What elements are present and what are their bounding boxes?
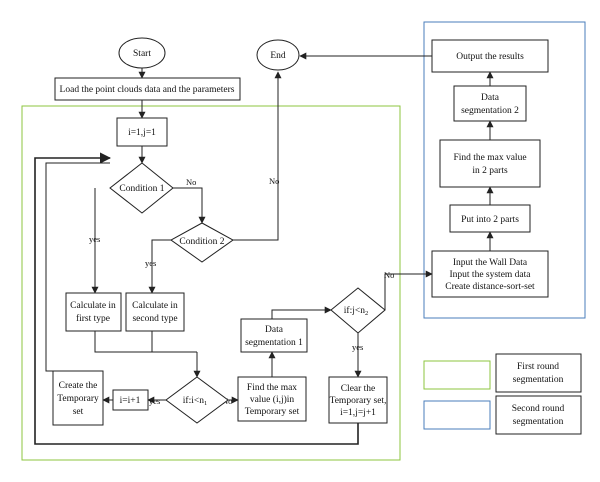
label-dj-yes: yes: [352, 342, 363, 352]
condition1-label: Condition 1: [119, 184, 164, 194]
input-wall-label-1: Input the Wall Data: [453, 258, 528, 268]
first-round-region: [21, 105, 401, 461]
find-max-label-2: value (i,j)in: [250, 394, 295, 405]
load-label: Load the point clouds data and the param…: [60, 85, 235, 95]
edge-c2-end: [233, 71, 282, 241]
edge-loop-outer: [34, 152, 359, 445]
input-wall-label-2: Input the system data: [450, 270, 532, 280]
calc-first-label-1: Calculate in: [70, 301, 116, 311]
find-max-label-3: Temporary set: [245, 407, 300, 417]
legend-first-swatch: [423, 360, 491, 390]
create-temp-label-2: Temporary: [57, 394, 99, 404]
data-seg2-label-1: Data: [481, 93, 500, 103]
edge-dj-input: [384, 270, 433, 310]
label-di-yes: yes: [149, 396, 160, 406]
edge-seg1-dj: [271, 306, 332, 319]
output-box: [431, 39, 549, 73]
legend-first-box: [495, 353, 582, 393]
data-seg1-box: [240, 318, 308, 353]
load-box: [54, 77, 241, 101]
find-max-label-1: Find the max: [247, 383, 297, 393]
edge-c2-calc2: [148, 239, 171, 294]
data-seg1-label-1: Data: [265, 325, 284, 335]
find-max-2-label-2: in 2 parts: [472, 166, 508, 176]
calc-second-label-2: second type: [132, 314, 177, 324]
clear-temp-label-1: Clear the: [341, 384, 376, 394]
decision-i-diamond: [165, 376, 229, 424]
calc-second-box: [125, 292, 185, 332]
label-c2-yes: yes: [145, 258, 156, 268]
create-temp-label-3: set: [73, 407, 84, 417]
label-dj-no: No: [384, 270, 394, 280]
legend-second-swatch: [423, 400, 491, 430]
condition1-diamond: [109, 162, 174, 214]
decision-j-diamond: [330, 287, 386, 334]
input-wall-label-3: Create distance-sort-set: [445, 282, 535, 292]
create-temp-label-1: Create the: [59, 381, 98, 391]
i-inc-box: [112, 389, 149, 411]
edge-calc1-merge: [94, 331, 197, 353]
condition2-label: Condition 2: [179, 237, 224, 247]
clear-temp-label-3: i=1,j=j+1: [340, 408, 376, 418]
create-temp-box: [52, 370, 104, 426]
clear-temp-label-2: Temporary set,: [330, 396, 387, 406]
decision-j-main: if:j<n: [344, 305, 365, 316]
decision-i-sub: 1: [204, 400, 207, 407]
calc-first-label-2: first type: [76, 313, 110, 324]
find-max-box: [237, 376, 307, 422]
decision-j-sub: 2: [365, 310, 368, 317]
legend-first-label-2: segmentation: [513, 375, 564, 385]
legend-second-box: [495, 395, 582, 435]
end-label: End: [270, 51, 286, 61]
data-seg1-label-2: segmentation 1: [245, 338, 303, 348]
start-label: Start: [133, 49, 151, 59]
output-label: Output the results: [456, 52, 524, 62]
start-node: [118, 37, 166, 69]
end-node: [256, 39, 300, 71]
calc-second-label-1: Calculate in: [132, 301, 178, 311]
clear-temp-box: [328, 376, 388, 424]
input-wall-box: [431, 250, 549, 298]
legend-first-label-1: First round: [517, 362, 559, 372]
condition2-diamond: [170, 222, 234, 263]
put-parts-box: [449, 204, 531, 233]
edge-loop-inner: [45, 162, 110, 372]
label-to-end-no: No: [269, 176, 279, 186]
decision-i-main: if:i<n: [183, 395, 204, 406]
decision-j-label: if:j<n2: [344, 305, 368, 317]
edge-c1-c2: [173, 187, 206, 224]
decision-i-label: if:i<n1: [183, 395, 207, 407]
legend-second-label-1: Second round: [512, 404, 565, 414]
calc-first-box: [65, 292, 122, 332]
data-seg2-box: [453, 85, 527, 122]
data-seg2-label-2: segmentation 2: [461, 106, 519, 116]
init-box: [116, 117, 168, 147]
find-max-2-label-1: Find the max value: [453, 153, 526, 163]
label-c1-no: No: [186, 177, 196, 187]
put-parts-label: Put into 2 parts: [461, 215, 519, 225]
legend-second-label-2: segmentation: [513, 417, 564, 427]
find-max-2-box: [439, 139, 541, 188]
label-c1-yes: yes: [89, 234, 100, 244]
second-round-region: [423, 21, 586, 319]
i-inc-label: i=i+1: [120, 396, 141, 406]
init-label: i=1,j=1: [128, 128, 156, 138]
